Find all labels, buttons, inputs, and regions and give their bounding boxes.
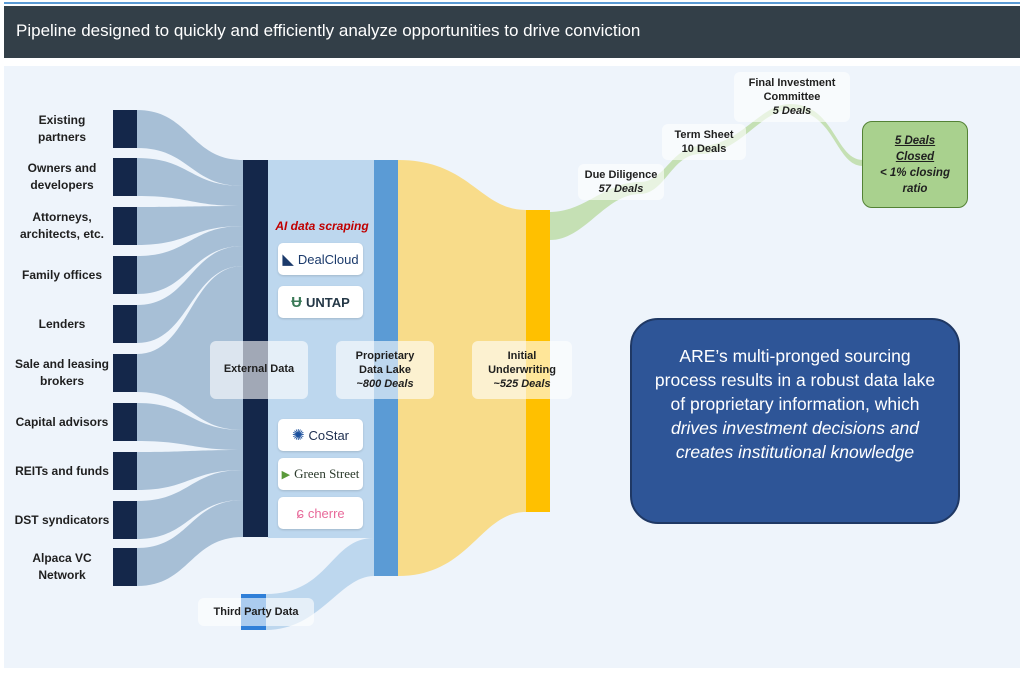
callout-text: ARE’s multi-pronged sourcing process res… (654, 346, 936, 414)
closed-line2: Closed (895, 151, 935, 163)
third-party-label: Third Party Data (213, 606, 299, 618)
bar-brokers (113, 354, 137, 392)
untap-logo-icon: Ʉ (291, 293, 303, 311)
term-sheet-box: Term Sheet 10 Deals (662, 124, 746, 160)
source-label: Capital advisors (12, 414, 112, 431)
callout-emphasis: drives investment decisions and creates … (670, 418, 920, 462)
proprietary-lake-box: Proprietary Data Lake ~800 Deals (336, 341, 434, 399)
flow-family-offices (137, 226, 243, 294)
source-label-line: Capital advisors (15, 414, 109, 429)
underwriting-box: Initial Underwriting ~525 Deals (472, 341, 572, 399)
proprietary-line2: Data Lake (359, 364, 411, 376)
cherre-logo-text: cherre (307, 505, 345, 521)
bar-owners-developers (113, 158, 137, 196)
source-label-line: REITs and funds (15, 463, 109, 478)
underwriting-line1: Initial (507, 350, 537, 362)
page-title: Pipeline designed to quickly and efficie… (16, 21, 641, 40)
source-label-line: Family offices (21, 267, 103, 282)
dealcloud-logo-icon: ◣ (282, 251, 294, 268)
flow-lenders (137, 246, 243, 343)
header-bar: Pipeline designed to quickly and efficie… (4, 6, 1020, 58)
underwriting-deal-count: ~525 Deals (493, 378, 551, 390)
untap-logo: Ʉ UNTAP (278, 286, 363, 318)
flow-to-closed (790, 104, 863, 166)
source-label: REITs and funds (12, 463, 112, 480)
term-sheet-line2: 10 Deals (681, 143, 727, 155)
source-label-line: Network (38, 568, 86, 582)
dealcloud-logo-text: DealCloud (297, 251, 359, 267)
final-ic-line1: Final Investment (748, 77, 836, 89)
bar-existing-partners (113, 110, 137, 148)
source-label-line: Sale and leasing (14, 357, 110, 371)
flow-dst-syndicators (137, 470, 243, 539)
bar-reits-funds (113, 452, 137, 490)
flow-alpaca-vc (137, 500, 243, 586)
untap-logo-text: UNTAP (306, 294, 350, 310)
term-sheet-line1: Term Sheet (674, 129, 734, 141)
final-ic-line2: Committee (763, 91, 821, 103)
flow-owners-developers (137, 158, 243, 206)
closed-line1: 5 Deals (894, 135, 936, 147)
greenstreet-logo-text: Green Street (294, 466, 360, 481)
third-party-box: Third Party Data (198, 598, 314, 626)
underwriting-line2: Underwriting (488, 364, 556, 376)
closed-line4: ratio (902, 183, 928, 195)
source-label: Sale and leasing brokers (12, 356, 112, 390)
due-diligence-deal-count: 57 Deals (598, 183, 644, 195)
source-label: Family offices (12, 267, 112, 284)
flow-reits-funds (137, 450, 243, 490)
header-top-rule (4, 2, 1020, 4)
source-label: Attorneys, architects, etc. (12, 209, 112, 243)
final-ic-deal-count: 5 Deals (772, 105, 812, 117)
closed-line3: < 1% closing (880, 167, 950, 179)
ai-scraping-label: AI data scraping (275, 219, 369, 233)
source-label-line: Lenders (38, 316, 86, 331)
bar-dst-syndicators (113, 501, 137, 539)
due-diligence-line1: Due Diligence (584, 169, 658, 181)
cherre-logo: ɕ cherre (278, 497, 363, 529)
proprietary-deal-count: ~800 Deals (356, 378, 414, 390)
source-label: DST syndicators (12, 512, 112, 529)
bar-capital-advisors (113, 403, 137, 441)
cherre-logo-icon: ɕ (296, 504, 304, 522)
greenstreet-logo-icon: ▶ (281, 468, 291, 481)
source-label-line: Attorneys, (32, 210, 92, 224)
bar-lenders (113, 305, 137, 343)
source-label-line: Owners and (27, 161, 97, 175)
final-ic-box: Final Investment Committee 5 Deals (734, 72, 850, 122)
bar-family-offices (113, 256, 137, 294)
costar-logo: ✺ CoStar (278, 419, 363, 451)
dealcloud-logo: ◣ DealCloud (278, 243, 363, 275)
source-bars (113, 110, 137, 586)
source-label: Alpaca VC Network (12, 550, 112, 584)
source-label-line: partners (37, 130, 87, 144)
source-label-line: Alpaca VC (32, 551, 92, 565)
proprietary-line1: Proprietary (355, 350, 415, 362)
flow-capital-advisors (137, 403, 243, 450)
source-label: Existing partners (12, 112, 112, 146)
deals-closed-box: 5 Deals Closed < 1% closing ratio (862, 121, 968, 208)
costar-logo-icon: ✺ (291, 427, 305, 444)
external-data-label: External Data (223, 363, 295, 375)
source-label: Owners and developers (12, 160, 112, 194)
source-label-line: developers (30, 178, 94, 192)
flow-lake-to-underwriting (398, 160, 526, 576)
due-diligence-box: Due Diligence 57 Deals (578, 164, 664, 200)
flow-existing-partners (137, 110, 243, 186)
bar-alpaca-vc (113, 548, 137, 586)
costar-logo-text: CoStar (308, 427, 350, 443)
summary-callout: ARE’s multi-pronged sourcing process res… (630, 318, 960, 524)
source-label-line: architects, etc. (19, 227, 105, 241)
source-label-line: Existing (38, 113, 86, 127)
external-data-box: External Data (210, 341, 308, 399)
bar-attorneys (113, 207, 137, 245)
source-label: Lenders (12, 316, 112, 333)
source-label-line: brokers (39, 374, 85, 388)
greenstreet-logo: ▶ Green Street (278, 458, 363, 490)
flow-attorneys (137, 206, 243, 245)
source-label-line: DST syndicators (14, 512, 110, 527)
